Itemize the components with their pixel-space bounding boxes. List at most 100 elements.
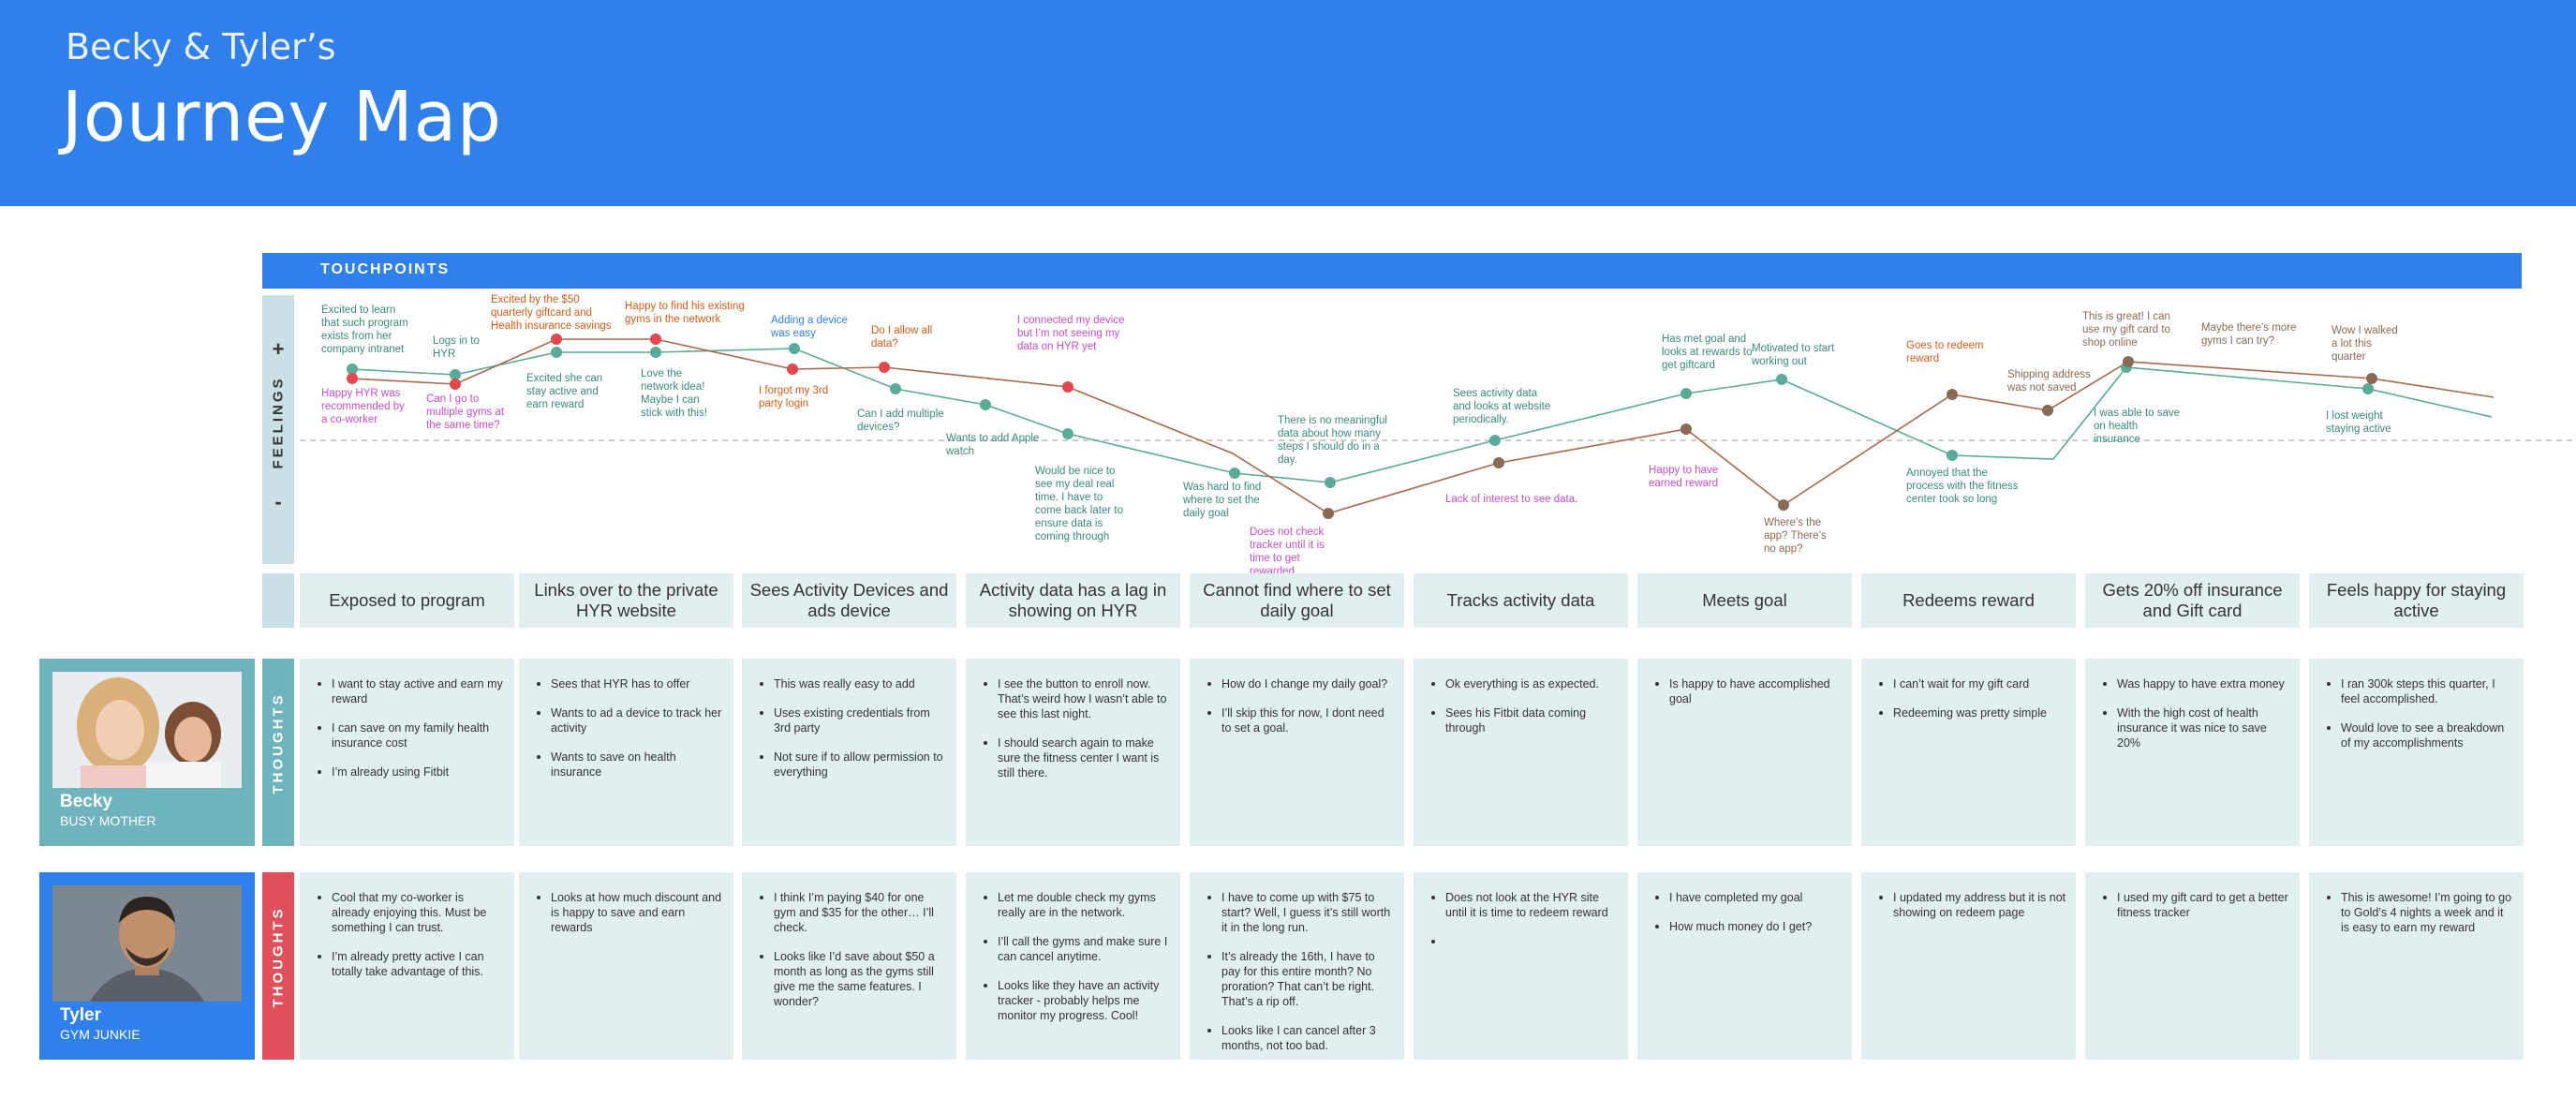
annotation: Happy HYR was recommended by a co-worker <box>321 388 405 425</box>
becky-thought-card: Ok everything is as expected.Sees his Fi… <box>1414 659 1628 846</box>
stage-header: Sees Activity Devices and ads device <box>742 573 956 628</box>
thought-list: I updated my address but it is not showi… <box>1876 889 2066 920</box>
tyler-dot <box>1680 423 1692 435</box>
thought-item: How much money do I get? <box>1669 918 1843 934</box>
thought-list: Was happy to have extra moneyWith the hi… <box>2100 676 2290 750</box>
thought-list: I used my gift card to get a better fitn… <box>2100 889 2290 920</box>
annotation: Excited she can stay active and earn rew… <box>526 373 603 410</box>
thought-list: I want to stay active and earn my reward… <box>315 676 505 780</box>
stage-header: Activity data has a lag in showing on HY… <box>966 573 1180 628</box>
tyler-feeling-dots <box>347 334 2377 519</box>
annotation: I connected my device but I’m not seeing… <box>1017 315 1125 352</box>
tyler-thought-card: Looks at how much discount and is happy … <box>519 872 733 1060</box>
becky-dot <box>890 383 901 394</box>
feelings-graph <box>300 334 2576 519</box>
feelings-column: + FEELINGS - <box>262 295 294 564</box>
thought-item: It’s already the 16th, I have to pay for… <box>1221 948 1395 1009</box>
tyler-thoughts-label-column: THOUGHTS <box>262 872 294 1060</box>
thought-list: This was really easy to addUses existing… <box>757 676 947 780</box>
tyler-thought-card: Does not look at the HYR site until it i… <box>1414 872 1628 1060</box>
annotation: Can I add multiple devices? <box>857 408 944 433</box>
thought-item: Uses existing credentials from 3rd party <box>774 705 947 735</box>
annotation: Has met goal and looks at rewards to get… <box>1662 334 1753 371</box>
tyler-dot <box>879 362 890 373</box>
stage-header: Feels happy for staying active <box>2309 573 2524 628</box>
becky-feeling-line <box>351 348 2493 483</box>
tyler-name: Tyler <box>60 1005 102 1025</box>
thought-item: I’m already using Fitbit <box>332 764 505 780</box>
becky-name: Becky <box>60 792 112 811</box>
stage-header: Gets 20% off insurance and Gift card <box>2085 573 2300 628</box>
tyler-dot <box>1778 499 1789 511</box>
tyler-dot <box>1062 381 1073 393</box>
thought-item: Looks at how much discount and is happy … <box>551 889 724 935</box>
positive-sign: + <box>272 337 285 361</box>
stage-header: Links over to the private HYR website <box>519 573 733 628</box>
annotation: Wow I walked a lot this quarter <box>2332 325 2398 363</box>
tyler-dot <box>2123 356 2134 367</box>
thought-item: Cool that my co-worker is already enjoyi… <box>332 889 505 935</box>
annotation: I lost weight staying active <box>2326 410 2391 435</box>
becky-photo <box>52 672 242 788</box>
thought-item: I should search again to make sure the f… <box>998 735 1171 780</box>
thought-item: I have to come up with $75 to start? Wel… <box>1221 889 1395 935</box>
thought-item: Would love to see a breakdown of my acco… <box>2341 720 2514 750</box>
tyler-thought-card: I updated my address but it is not showi… <box>1861 872 2076 1060</box>
page-title: Journey Map <box>62 77 503 157</box>
tyler-dot <box>1323 508 1334 519</box>
annotation: Logs in to HYR <box>433 335 480 360</box>
becky-thought-card: This was really easy to addUses existing… <box>742 659 956 846</box>
thought-item: Does not look at the HYR site until it i… <box>1445 889 1619 920</box>
thought-item: Wants to save on health insurance <box>551 749 724 780</box>
thought-list: I can’t wait for my gift cardRedeeming w… <box>1876 676 2066 720</box>
thought-item: This is awesome! I’m going to go to Gold… <box>2341 889 2514 935</box>
annotation: Does not check tracker until it is time … <box>1250 527 1325 577</box>
tyler-photo <box>52 885 242 1002</box>
thought-list: How do I change my daily goal?I’ll skip … <box>1205 676 1395 735</box>
thought-item: Sees that HYR has to offer <box>551 676 724 691</box>
becky-dot <box>1489 435 1501 446</box>
thought-item: I’ll call the gyms and make sure I can c… <box>998 933 1171 964</box>
thought-item: Not sure if to allow permission to every… <box>774 749 947 780</box>
annotation: Love the network idea! Maybe I can stick… <box>641 368 707 419</box>
becky-dot <box>1680 388 1692 399</box>
annotation: Adding a device was easy <box>771 315 848 339</box>
thought-item: Looks like they have an activity tracker… <box>998 977 1171 1023</box>
tyler-dot <box>450 379 461 390</box>
tyler-dot <box>551 334 562 345</box>
tyler-dot <box>787 364 798 375</box>
annotation: Where’s the app? There’s no app? <box>1764 517 1827 555</box>
thought-list: Does not look at the HYR site until it i… <box>1429 889 1619 949</box>
thought-item: Wants to ad a device to track her activi… <box>551 705 724 735</box>
thought-list: Let me double check my gyms really are i… <box>981 889 1171 1023</box>
becky-dot <box>1947 450 1958 461</box>
stage-header: Cannot find where to set daily goal <box>1190 573 1404 628</box>
thought-item: I can save on my family health insurance… <box>332 720 505 750</box>
tyler-thought-card: Let me double check my gyms really are i… <box>966 872 1180 1060</box>
annotation: Do I allow all data? <box>871 325 933 349</box>
annotation: Would be nice to see my deal real time. … <box>1035 466 1123 542</box>
becky-thought-card: I want to stay active and earn my reward… <box>300 659 514 846</box>
stage-header: Meets goal <box>1637 573 1852 628</box>
becky-dot <box>1062 428 1073 439</box>
thought-list: I ran 300k steps this quarter, I feel ac… <box>2324 676 2514 750</box>
tyler-thoughts-label: THOUGHTS <box>270 906 287 1008</box>
thought-item: This was really easy to add <box>774 676 947 691</box>
thought-item: Looks like I can cancel after 3 months, … <box>1221 1022 1395 1053</box>
thought-item: I see the button to enroll now. That’s w… <box>998 676 1171 721</box>
becky-thought-card: How do I change my daily goal?I’ll skip … <box>1190 659 1404 846</box>
thought-item: With the high cost of health insurance i… <box>2117 705 2290 750</box>
thought-item: I ran 300k steps this quarter, I feel ac… <box>2341 676 2514 706</box>
becky-thought-card: Is happy to have accomplished goal <box>1637 659 1852 846</box>
thought-item: I’ll skip this for now, I dont need to s… <box>1221 705 1395 735</box>
thought-item <box>1445 933 1619 949</box>
becky-thought-card: Was happy to have extra moneyWith the hi… <box>2085 659 2300 846</box>
annotation: Wants to add Apple watch <box>946 433 1040 457</box>
becky-thought-card: I see the button to enroll now. That’s w… <box>966 659 1180 846</box>
tyler-persona-card: Tyler GYM JUNKIE <box>39 872 255 1060</box>
becky-dot <box>1776 374 1787 385</box>
becky-dot <box>650 347 661 358</box>
becky-dot <box>1325 477 1336 488</box>
annotation: I forgot my 3rd party login <box>759 385 829 409</box>
header-banner: Becky & Tyler’s Journey Map <box>0 0 2576 206</box>
